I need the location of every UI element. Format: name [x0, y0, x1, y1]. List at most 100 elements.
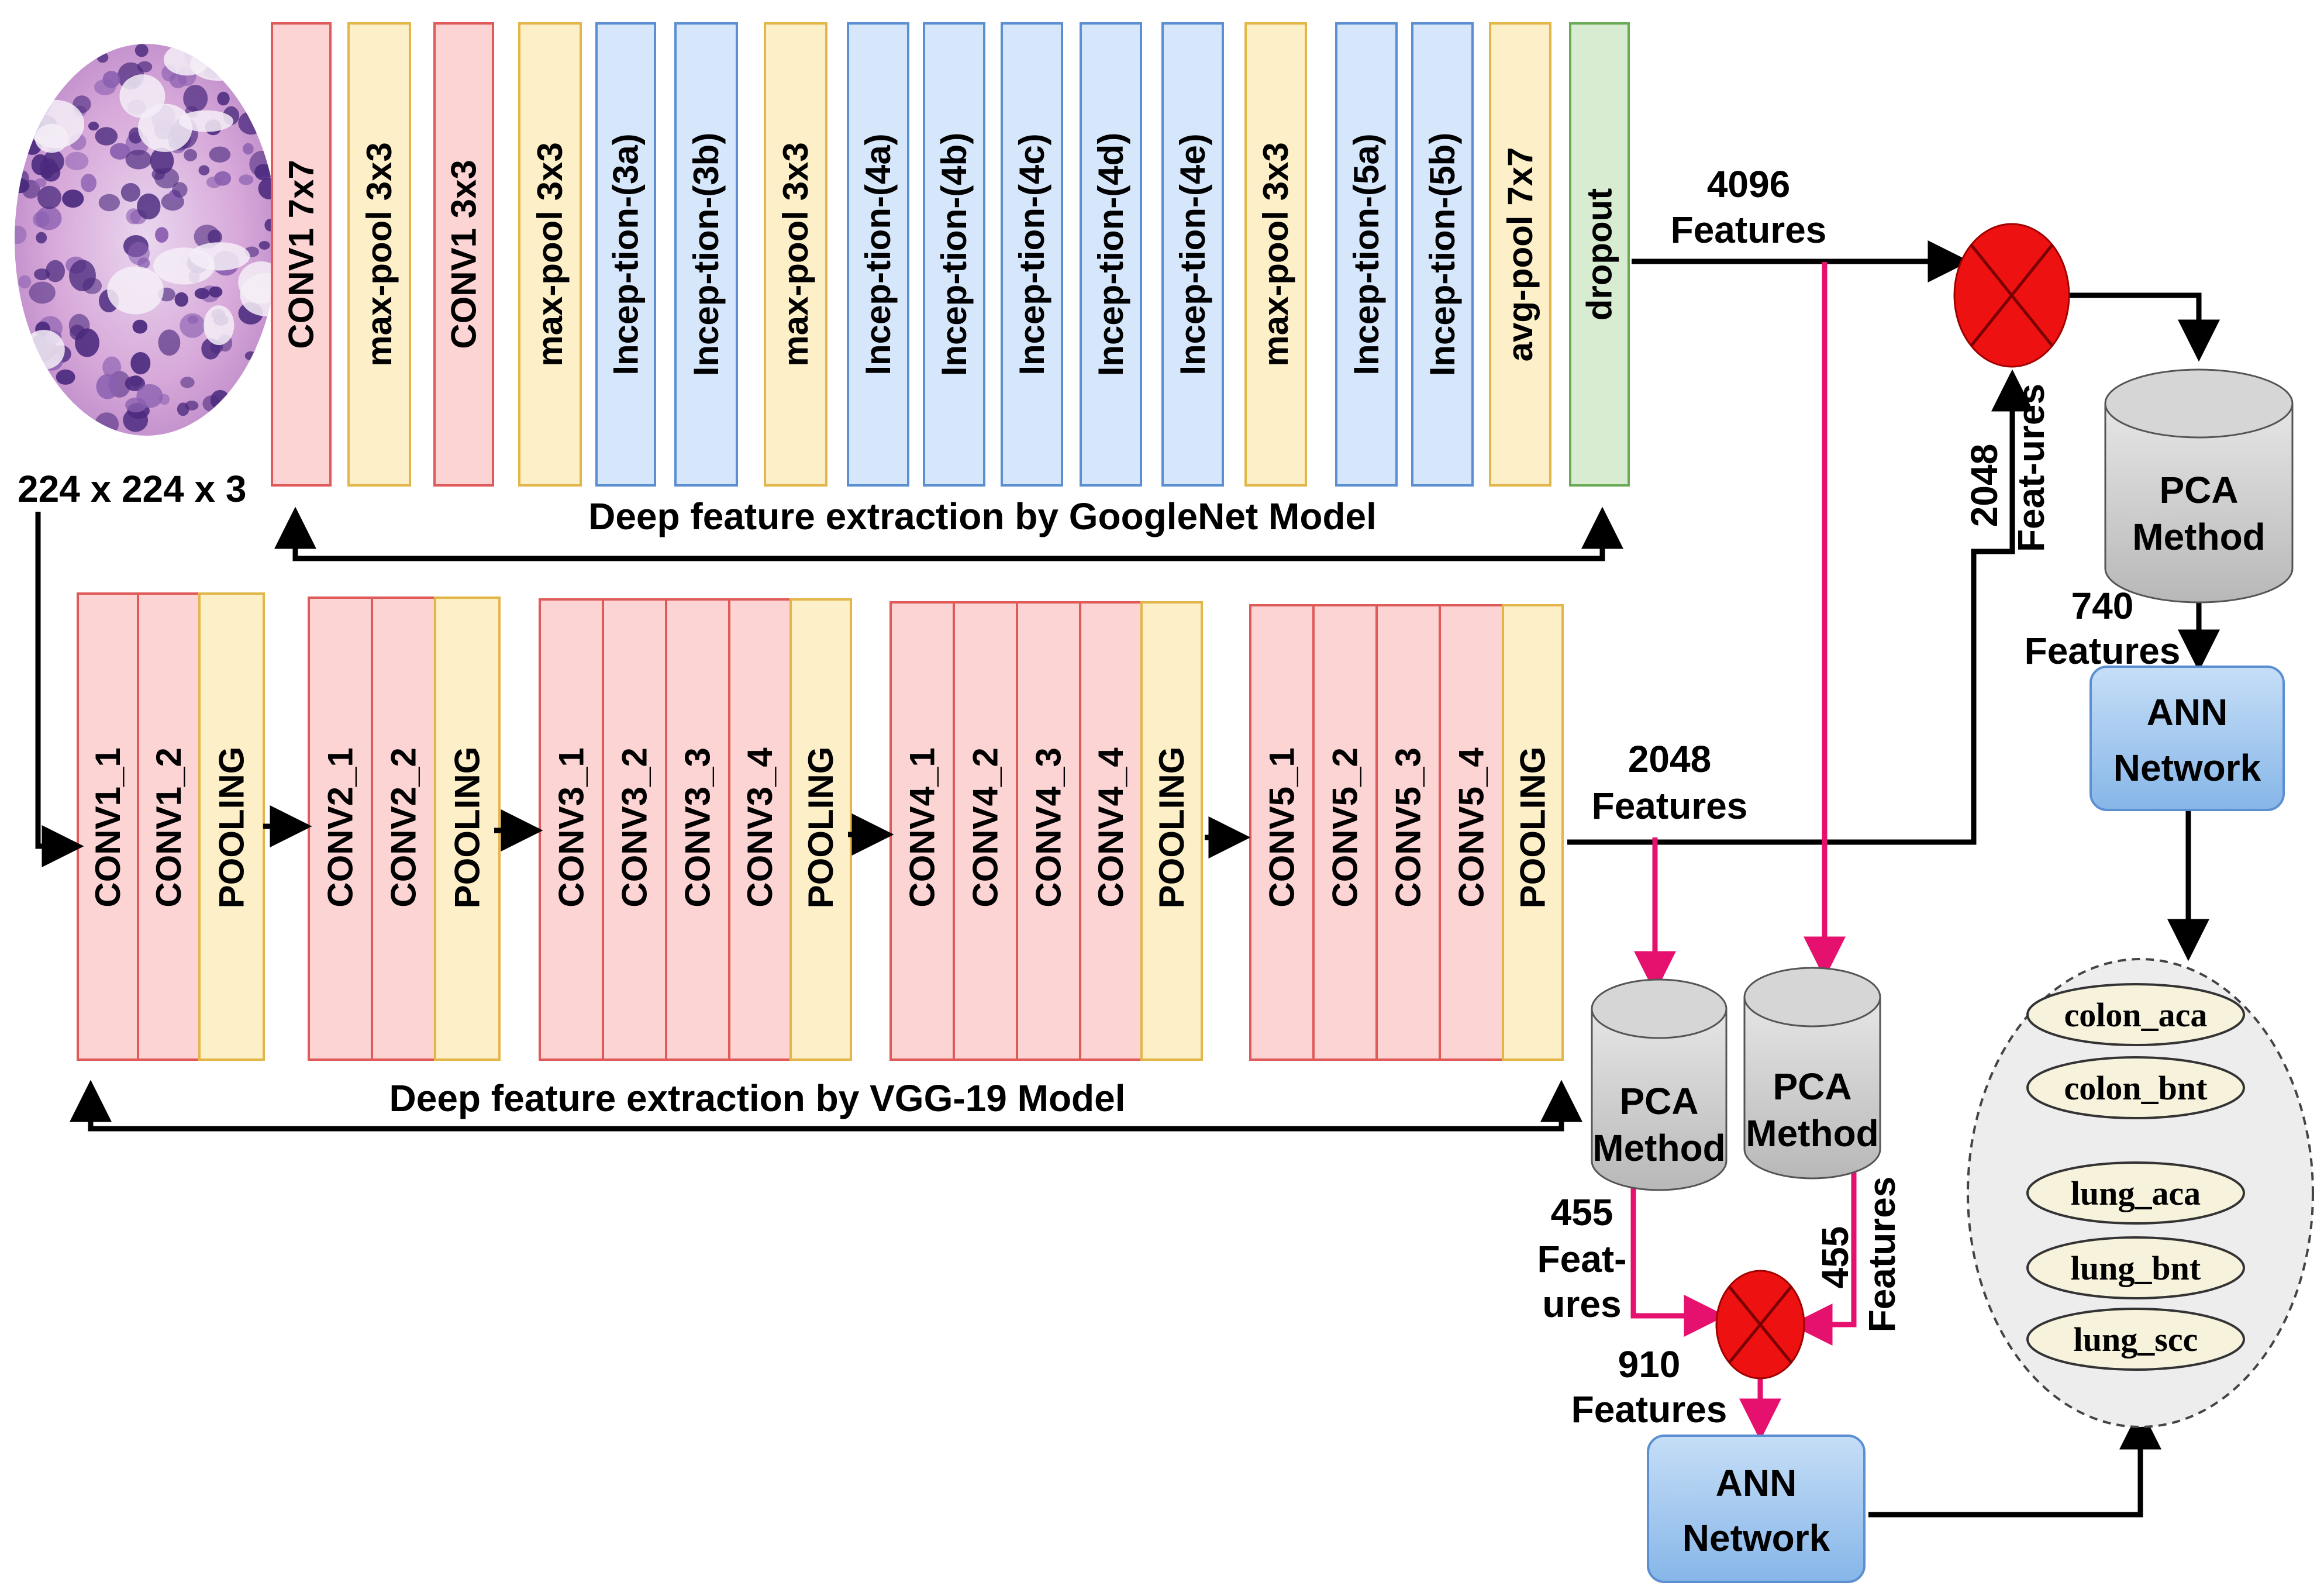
tissue-nucleus	[46, 260, 65, 282]
vgg19-layer-box	[434, 596, 501, 1061]
vgg19-layer: POOLING	[198, 592, 265, 1061]
tissue-nucleus	[68, 313, 90, 337]
googlenet-layer-box	[1244, 22, 1307, 487]
right-out-word: Features	[1861, 1177, 1903, 1333]
tissue-nucleus	[184, 149, 197, 161]
googlenet-layer: Incep-tion-(4c)	[1001, 22, 1063, 487]
tissue-nucleus	[202, 395, 221, 412]
tissue-nucleus	[69, 260, 96, 292]
vgg19-layer: CONV5_3	[1375, 604, 1441, 1061]
googlenet-layer-box	[595, 22, 656, 487]
tissue-nucleus	[95, 127, 118, 146]
vgg19-layer-label: POOLING	[212, 747, 251, 909]
tissue-nucleus	[15, 112, 30, 123]
tissue-nucleus	[209, 146, 231, 163]
tissue-nucleus	[198, 165, 210, 175]
tissue-nucleus	[15, 225, 27, 244]
vgg19-layer: CONV1_2	[137, 592, 201, 1061]
vgg19-layer-label: CONV3_3	[678, 747, 718, 907]
connector-arrows	[35, 240, 2220, 1518]
googlenet-layer: Incep-tion-(4e)	[1161, 22, 1224, 487]
googlenet-layer-box	[1080, 22, 1142, 487]
vgg19-layer-label: POOLING	[801, 747, 840, 909]
tissue-nucleus	[37, 381, 60, 406]
vgg19-layer: CONV4_3	[1016, 601, 1081, 1061]
tissue-nucleus	[109, 143, 130, 160]
ann-network-top: ANN Network	[2089, 666, 2285, 811]
googlenet-layer: Incep-tion-(3b)	[674, 22, 738, 487]
tissue-nucleus	[88, 122, 99, 131]
class-item-bubble	[2026, 983, 2245, 1046]
tissue-nucleus	[36, 378, 51, 390]
vgg19-layer: POOLING	[434, 596, 501, 1061]
vgg19-layer-label: CONV4_2	[966, 747, 1005, 907]
left-out-word-2: ures	[1542, 1283, 1621, 1325]
tissue-nucleus	[43, 150, 64, 173]
vgg19-layer-box	[1375, 604, 1441, 1061]
vgg19-layer: POOLING	[789, 598, 852, 1061]
tissue-nucleus	[29, 281, 56, 304]
pca-top-out-num: 740	[2071, 585, 2134, 627]
pca-left-label-2: Method	[1592, 1127, 1726, 1169]
vgg19-layer-label: CONV5_3	[1389, 747, 1428, 907]
vgg19-layer-label: CONV4_1	[903, 747, 942, 907]
tissue-nucleus	[248, 410, 260, 423]
googlenet-layer-label: Incep-tion-(3a)	[606, 133, 646, 375]
tissue-nucleus	[18, 275, 32, 289]
vgg19-layer: CONV1_1	[77, 592, 139, 1061]
pca-cylinder-right: PCA Method	[1743, 967, 1881, 1180]
tissue-lumen	[35, 123, 68, 153]
feature-labels: 4096 Features 2048 Features 2048 Feat-ur…	[1537, 163, 2181, 1430]
googlenet-layer-label: max-pool 3x3	[1256, 142, 1295, 366]
class-item-label: lung_aca	[2071, 1174, 2201, 1212]
vgg19-layer-box	[789, 598, 852, 1061]
class-item-bubble	[2026, 1161, 2245, 1225]
tissue-nucleus	[158, 329, 181, 356]
vgg19-layer-box	[1140, 601, 1203, 1061]
class-item-bubble	[2026, 1308, 2245, 1371]
vgg19-layer: CONV3_4	[728, 598, 792, 1061]
vgg19-layer-label: CONV5_1	[1263, 747, 1302, 907]
class-output: colon_acacolon_bntlung_acalung_bntlung_s…	[1967, 958, 2314, 1428]
vgg19-layer-label: CONV4_4	[1091, 747, 1130, 908]
tissue-nucleus	[183, 85, 208, 112]
class-item: lung_aca	[2026, 1161, 2245, 1225]
pca-right-label-2: Method	[1746, 1112, 1879, 1154]
vgg19-layer-label: POOLING	[448, 747, 487, 909]
vgg19-layer-box	[1439, 604, 1504, 1061]
googlenet-layer-box	[1489, 22, 1551, 487]
vgg19-layer: CONV3_1	[539, 598, 604, 1061]
tissue-nucleus	[102, 356, 122, 378]
class-item: colon_bnt	[2026, 1056, 2245, 1119]
vgg19-layer-box	[1016, 601, 1081, 1061]
gnet-features-word: Features	[1671, 209, 1827, 251]
googlenet-layer: CONV1 3x3	[433, 22, 494, 487]
vgg19-layer: POOLING	[1140, 601, 1203, 1061]
vgg-features-word: Features	[1592, 785, 1748, 827]
googlenet-layer: max-pool 3x3	[518, 22, 582, 487]
tissue-nucleus	[120, 183, 140, 202]
googlenet-layer-label: Incep-tion-(4c)	[1012, 133, 1051, 375]
gnet-features-num: 4096	[1707, 163, 1790, 205]
tissue-nucleus	[130, 352, 151, 375]
vgg19-layer: CONV2_1	[308, 596, 373, 1061]
googlenet-layer-box	[271, 22, 332, 487]
tissue-nucleus	[230, 54, 242, 64]
tissue-nucleus	[65, 151, 89, 171]
tissue-nucleus	[98, 194, 120, 212]
tissue-nucleus	[237, 403, 254, 422]
tissue-nucleus	[217, 91, 230, 106]
tissue-lumen	[190, 47, 247, 81]
tissue-nucleus	[125, 150, 152, 170]
class-item-bubble	[2026, 1236, 2245, 1299]
googlenet-layer: dropout	[1569, 22, 1630, 487]
vgg19-layer-box	[137, 592, 201, 1061]
vgg19-layer-box	[77, 592, 139, 1061]
vgg19-layer: CONV4_4	[1079, 601, 1143, 1061]
merge-node-top	[1953, 223, 2070, 368]
googlenet-layer-label: CONV1 3x3	[444, 160, 484, 349]
tissue-nucleus	[242, 84, 264, 101]
vgg19-layer-box	[1079, 601, 1143, 1061]
vgg19-layer-label: CONV1_1	[88, 747, 127, 907]
googlenet-layer-label: Incep-tion-(5a)	[1347, 133, 1386, 375]
